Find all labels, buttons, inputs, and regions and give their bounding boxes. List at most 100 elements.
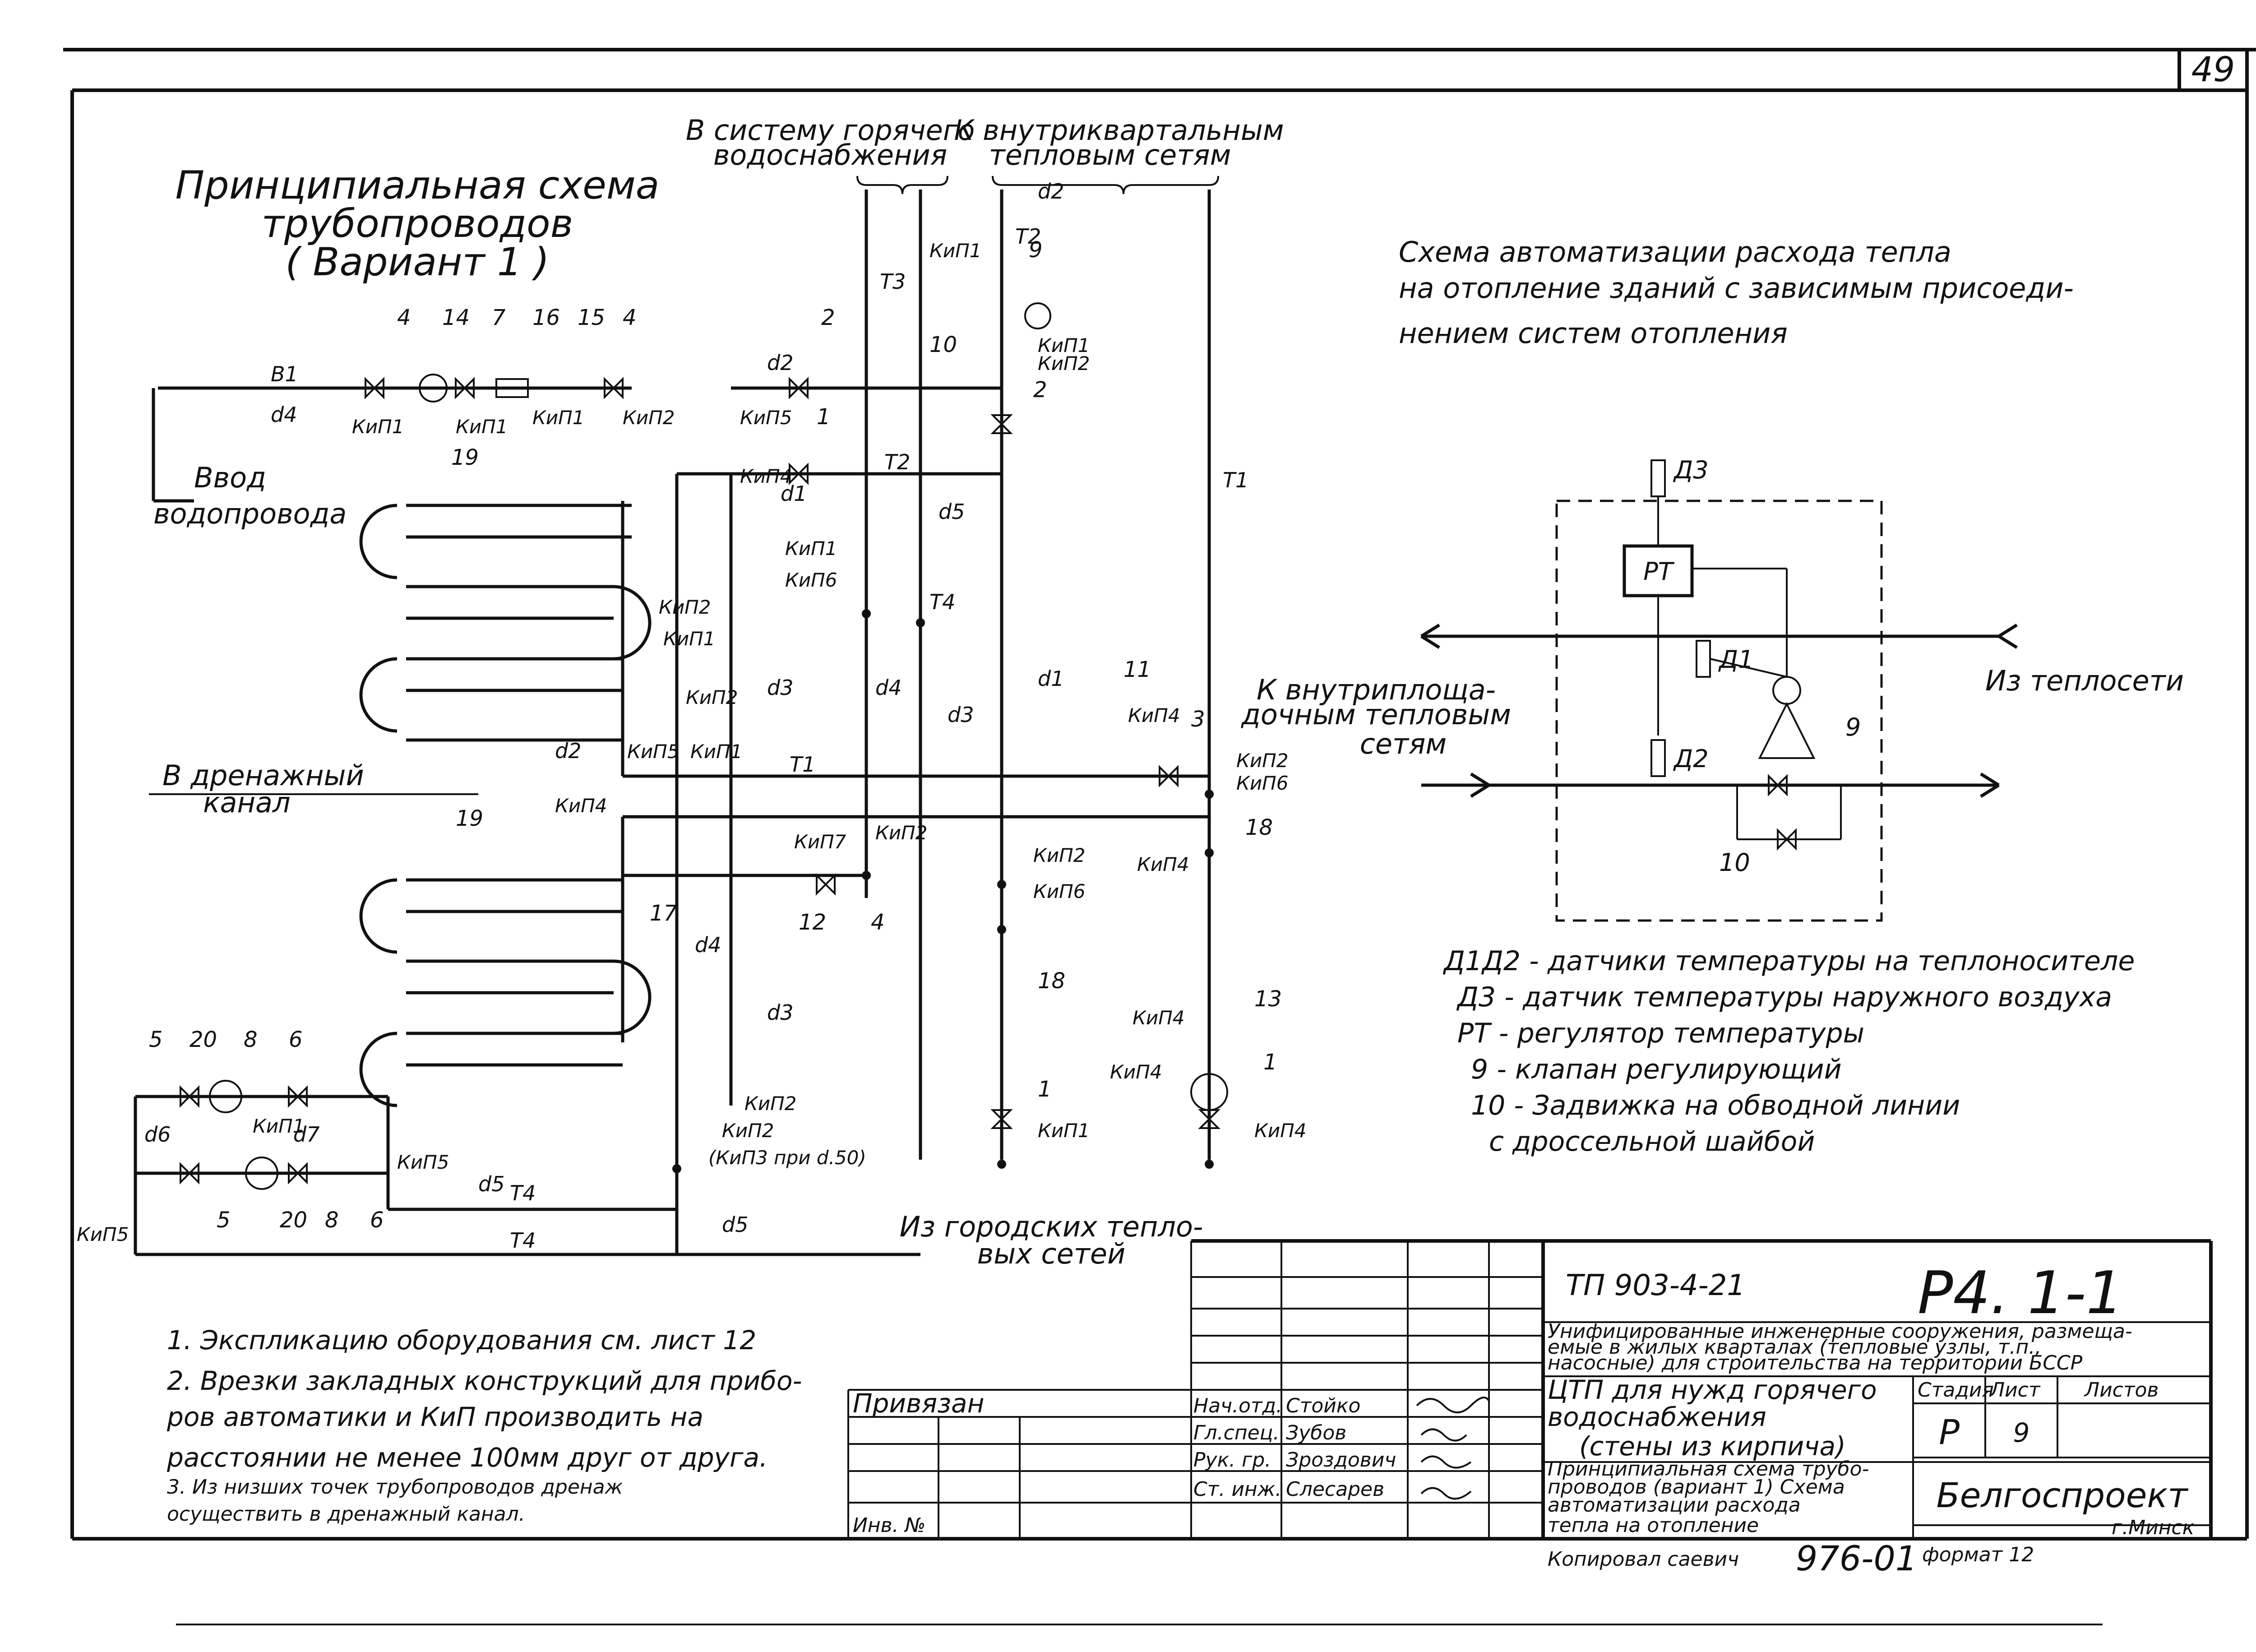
sheet-code: Р4. 1-1 <box>1918 1259 2123 1327</box>
kip6-right-edge-label: КиП6 <box>1236 772 1288 794</box>
hot-water-label-1: В систему горячего <box>686 114 975 147</box>
main-title-line-3: ( Вариант 1 ) <box>285 240 549 285</box>
d5-label: d5 <box>938 500 965 524</box>
role-2: Гл.спец. <box>1193 1421 1280 1444</box>
doc-number: 976-01 <box>1796 1538 1917 1578</box>
valve-symbols <box>180 377 1220 1185</box>
kip2-t2-label: КиП2 <box>686 686 738 708</box>
signature-1 <box>1416 1397 1490 1413</box>
kip4-label: КиП4 <box>740 465 792 487</box>
pos-6-bottom: 6 <box>370 1208 384 1233</box>
heat-exchangers-lower <box>359 878 652 1107</box>
drain-label-2: канал <box>203 786 291 819</box>
kip1-t2-label: КиП1 <box>690 740 742 763</box>
drawing-name-4: тепла на отопление <box>1548 1514 1759 1537</box>
vertical-risers <box>675 190 1211 1254</box>
meter-13-icon <box>1190 1073 1228 1111</box>
kip1-hx-mid-label: КиП1 <box>663 628 715 650</box>
col-header-sheet: Лист <box>1989 1379 2041 1402</box>
position-numbers: 4 14 7 16 15 4 2 1 9 10 2 19 19 11 3 17 … <box>149 237 1282 1233</box>
water-inlet-label-2: водопровода <box>153 497 347 530</box>
sheet-number: 49 <box>2191 49 2235 89</box>
d1-label: d1 <box>781 481 807 506</box>
pos-17: 17 <box>650 901 678 926</box>
hot-water-label-2: водоснабжения <box>713 139 947 171</box>
name-1: Стойко <box>1286 1394 1360 1417</box>
t4-label-lower: Т4 <box>510 1181 536 1205</box>
t2-label-top: Т2 <box>1015 224 1041 249</box>
title-block-grid <box>847 1239 2213 1539</box>
actuator-9-icon <box>1024 302 1051 329</box>
sheet-value: 9 <box>2013 1417 2030 1448</box>
junction-dots <box>672 609 1214 1173</box>
t4-label: Т4 <box>929 590 955 614</box>
pos-7: 7 <box>492 305 506 330</box>
pump-20-top-icon <box>209 1080 242 1113</box>
t4-label-bottom: Т4 <box>510 1228 536 1253</box>
d3-label-lower: d3 <box>767 1000 793 1025</box>
pos-8-bottom: 8 <box>325 1208 339 1233</box>
d4-label-lower: d4 <box>695 933 721 957</box>
role-1: Нач.отд. <box>1193 1394 1282 1417</box>
valve-10-label: 10 <box>1719 848 1750 877</box>
drawing-name-3: автоматизации расхода <box>1548 1494 1801 1517</box>
kip2-hx-mid-label: КиП2 <box>659 596 711 618</box>
signature-2 <box>1420 1428 1467 1442</box>
pos-16: 16 <box>532 305 560 330</box>
note-3-line-1: 3. Из низших точек трубопроводов дренаж <box>167 1476 623 1499</box>
description-line-1: Унифицированные инженерные сооружения, р… <box>1548 1320 2132 1343</box>
object-name-3: (стены из кирпича) <box>1579 1431 1846 1462</box>
d3-label-right: d3 <box>948 703 974 727</box>
kip3-note: (КиП3 при d.50) <box>708 1147 866 1169</box>
pos-5-bottom: 5 <box>217 1208 231 1233</box>
note-2-line-2: ров автоматики и КиП производить на <box>166 1402 703 1432</box>
name-2: Зубов <box>1286 1421 1346 1444</box>
kip2-right-edge-label: КиП2 <box>1236 750 1288 772</box>
pos-8-top: 8 <box>244 1027 258 1052</box>
project-code: ТП 903-4-21 <box>1566 1269 1745 1302</box>
kip4-right-label: КиП4 <box>1128 704 1180 727</box>
pos-20-top: 20 <box>190 1027 217 1052</box>
pos-12: 12 <box>799 910 826 935</box>
city-networks-label-2: вых сетей <box>977 1237 1126 1270</box>
signature-3 <box>1420 1455 1472 1469</box>
signature-4 <box>1420 1487 1472 1500</box>
kip1-inlet-label: КиП1 <box>352 416 404 438</box>
legend-line-4: 9 - клапан регулирующий <box>1471 1054 1842 1085</box>
pos-6-top: 6 <box>289 1027 303 1052</box>
pos-11: 11 <box>1123 657 1151 682</box>
kip1-riser-label: КиП1 <box>785 537 837 560</box>
kip4-meter-label-2: КиП4 <box>1110 1061 1162 1083</box>
copied-label: Копировал саевич <box>1548 1548 1739 1571</box>
horizontal-mains <box>134 386 1209 1256</box>
kip2-pump-label: КиП2 <box>875 822 927 844</box>
d5-label-bottom: d5 <box>722 1212 748 1237</box>
name-3: Зроздович <box>1286 1448 1396 1472</box>
pump-20-bottom-icon <box>245 1157 278 1190</box>
pos-9: 9 <box>1029 237 1043 263</box>
object-name-1: ЦТП для нужд горячего <box>1548 1374 1877 1405</box>
pos-13: 13 <box>1254 986 1282 1012</box>
kip5-t2-label: КиП5 <box>627 740 679 763</box>
legend: Д1Д2 - датчики температуры на теплоносит… <box>1442 945 2135 1157</box>
regulator-rt-label: РТ <box>1643 557 1675 586</box>
kip5-label: КиП5 <box>740 407 792 429</box>
t1-label-right: Т1 <box>1223 468 1248 492</box>
heat-exchangers-upper <box>359 504 652 742</box>
pos-4-b: 4 <box>623 305 637 330</box>
drain-label-1: В дренажный <box>162 759 364 792</box>
water-inlet-label-1: Ввод <box>194 461 266 494</box>
name-4: Слесарев <box>1286 1478 1384 1501</box>
note-2-line-1: 2. Врезки закладных конструкций для приб… <box>167 1365 802 1396</box>
drawing-name-2: проводов (вариант 1) Схема <box>1548 1476 1845 1499</box>
kip2-valve-label: КиП2 <box>1038 352 1090 375</box>
pos-5-top: 5 <box>149 1027 163 1052</box>
d4-label-inlet: d4 <box>271 403 297 427</box>
pos-10: 10 <box>929 332 957 357</box>
privyazan: Привязан <box>853 1388 985 1419</box>
notes: 1. Экспликацию оборудования см. лист 12 … <box>166 1325 802 1526</box>
kip5-bottom-left-label: КиП5 <box>77 1223 129 1245</box>
legend-line-2: Д3 - датчик температуры наружного воздух… <box>1456 981 2112 1013</box>
drawing-frame <box>63 48 2256 1625</box>
col-header-stage: Стадия <box>1918 1379 1994 1402</box>
